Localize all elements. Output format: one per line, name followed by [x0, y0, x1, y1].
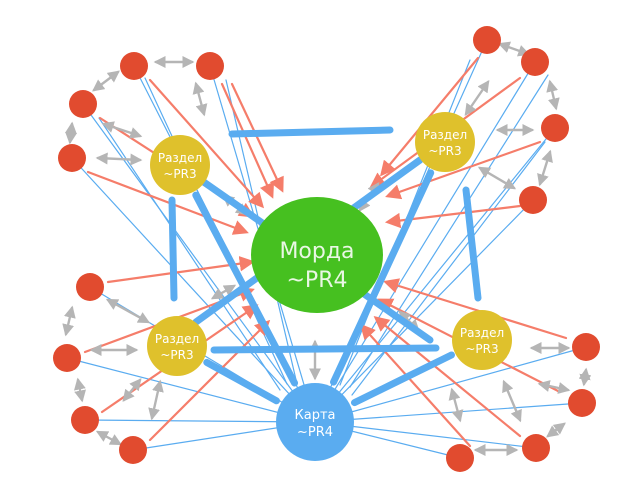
gray-arrow [537, 149, 553, 187]
section-pr: ~PR3 [465, 342, 498, 356]
leaf-page-node [473, 26, 501, 54]
gray-arrow [64, 121, 78, 145]
leaf-node-group [53, 26, 600, 472]
leaf-page-node [522, 434, 550, 462]
leaf-page-node [568, 389, 596, 417]
gray-arrow [192, 81, 208, 117]
leaf-page-node [196, 52, 224, 80]
leaf-page-node [69, 90, 97, 118]
red-arrow [86, 170, 249, 235]
leaf-page-node [119, 436, 147, 464]
leaf-page-node [541, 114, 569, 142]
section-circle [452, 310, 512, 370]
thin-link [314, 61, 536, 423]
leaf-page-node [519, 186, 547, 214]
section-pr: ~PR3 [160, 348, 193, 362]
section-node-top-left: Раздел ~PR3 [150, 135, 210, 195]
home-pr: ~PR4 [287, 268, 348, 293]
leaf-page-node [120, 52, 148, 80]
red-arrow [373, 316, 522, 438]
leaf-page-node [446, 444, 474, 472]
thick-link [203, 358, 280, 405]
gray-arrow-group [62, 41, 592, 456]
red-arrow [148, 78, 265, 209]
thick-link [192, 191, 299, 387]
section-node-top-right: Раздел ~PR3 [415, 112, 475, 172]
gray-arrow [101, 121, 143, 139]
section-circle [147, 316, 207, 376]
thick-link [210, 344, 440, 354]
section-label: Раздел [460, 326, 504, 340]
gray-arrow [464, 80, 490, 116]
section-circle [415, 112, 475, 172]
leaf-page-node [76, 273, 104, 301]
red-arrow [148, 319, 271, 442]
leaf-page-node [71, 406, 99, 434]
gray-arrow [62, 305, 76, 337]
map-label: Карта [295, 408, 336, 423]
thin-link [314, 402, 583, 423]
gray-arrow [122, 378, 142, 402]
section-node-bottom-left: Раздел ~PR3 [147, 316, 207, 376]
leaf-page-node [58, 144, 86, 172]
section-pr: ~PR3 [163, 167, 196, 181]
thick-link [462, 186, 482, 302]
section-label: Раздел [155, 332, 199, 346]
red-arrow [383, 278, 568, 340]
leaf-page-node [572, 333, 600, 361]
thin-link [71, 157, 316, 423]
section-node-bottom-right: Раздел ~PR3 [452, 310, 512, 370]
gray-arrow [578, 367, 592, 387]
gray-arrow [105, 298, 151, 324]
section-circle [150, 135, 210, 195]
gray-arrow [448, 387, 464, 423]
leaf-page-node [53, 344, 81, 372]
thick-link [350, 351, 455, 407]
gray-arrow [477, 166, 517, 190]
red-arrow [106, 256, 256, 284]
map-node: Карта ~PR4 [276, 383, 354, 461]
section-pr: ~PR3 [428, 144, 461, 158]
thick-link [228, 126, 394, 138]
thin-link [66, 357, 316, 423]
section-label: Раздел [158, 151, 202, 165]
gray-arrow [497, 41, 531, 57]
thick-link [330, 169, 435, 386]
gray-arrow [92, 70, 120, 92]
home-node: Морда ~PR4 [251, 197, 383, 313]
gray-arrow [546, 422, 566, 438]
home-label: Морда [279, 239, 354, 264]
red-arrow [385, 140, 542, 200]
home-circle [251, 197, 383, 313]
gray-arrow [502, 379, 522, 423]
map-pr: ~PR4 [297, 425, 333, 440]
map-circle [276, 383, 354, 461]
leaf-page-node [521, 48, 549, 76]
thin-link [314, 346, 587, 423]
red-arrow [230, 82, 284, 193]
gray-arrow [546, 79, 560, 111]
gray-arrow [73, 377, 87, 403]
gray-arrow [148, 379, 164, 421]
red-arrow [380, 56, 480, 177]
gray-arrow [210, 284, 237, 300]
red-arrow [220, 82, 275, 199]
section-label: Раздел [423, 128, 467, 142]
gray-arrow [95, 152, 143, 166]
gray-arrow [95, 430, 123, 446]
gray-arrow [537, 380, 571, 394]
thick-link [168, 196, 178, 302]
